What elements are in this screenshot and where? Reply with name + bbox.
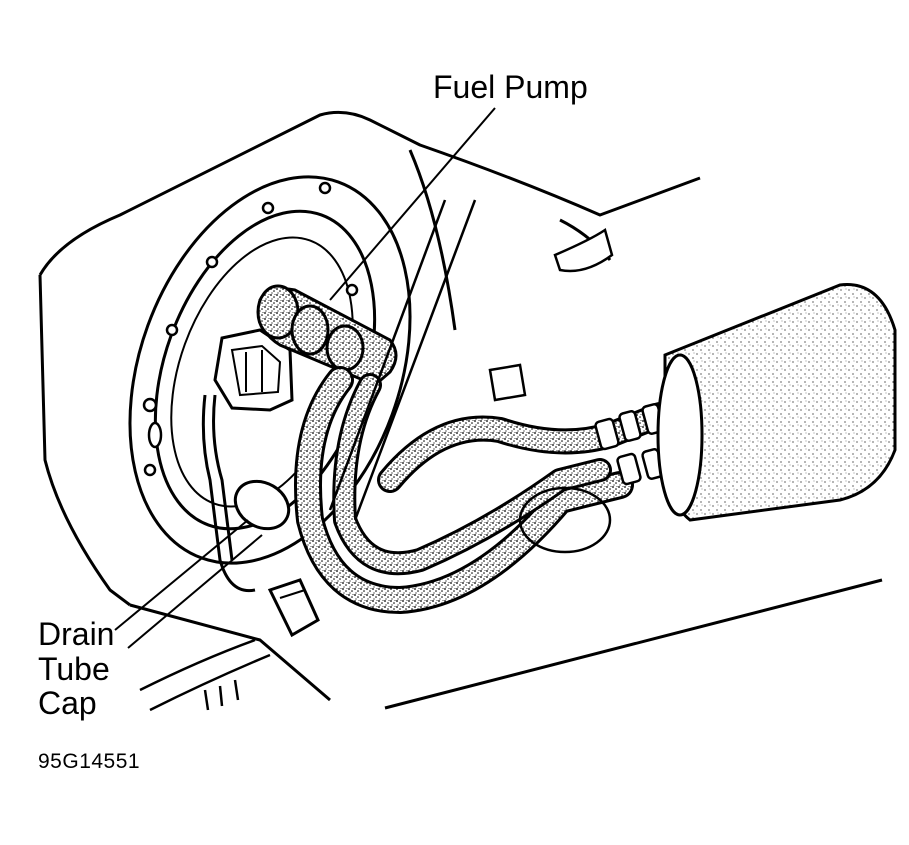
fuel-pump-label: Fuel Pump: [433, 69, 588, 105]
fuel-hoses: [294, 366, 673, 614]
fuel-filter-canister: [656, 283, 897, 522]
flange-bolt-holes: [142, 181, 359, 477]
leader-lines: [114, 107, 496, 649]
drain-tube-cap-label-line1: Drain: [38, 616, 115, 652]
electrical-connector: [213, 328, 294, 412]
drain-tube-cap: [201, 394, 320, 638]
figure-id: 95G14551: [38, 750, 141, 773]
pump-fittings: [256, 284, 398, 387]
support-lines: [139, 199, 614, 712]
drain-tube-cap-label-line2: Tube: [38, 651, 110, 687]
drain-tube-cap-label-line3: Cap: [38, 685, 97, 721]
fuel-tank-shell: [38, 110, 883, 710]
